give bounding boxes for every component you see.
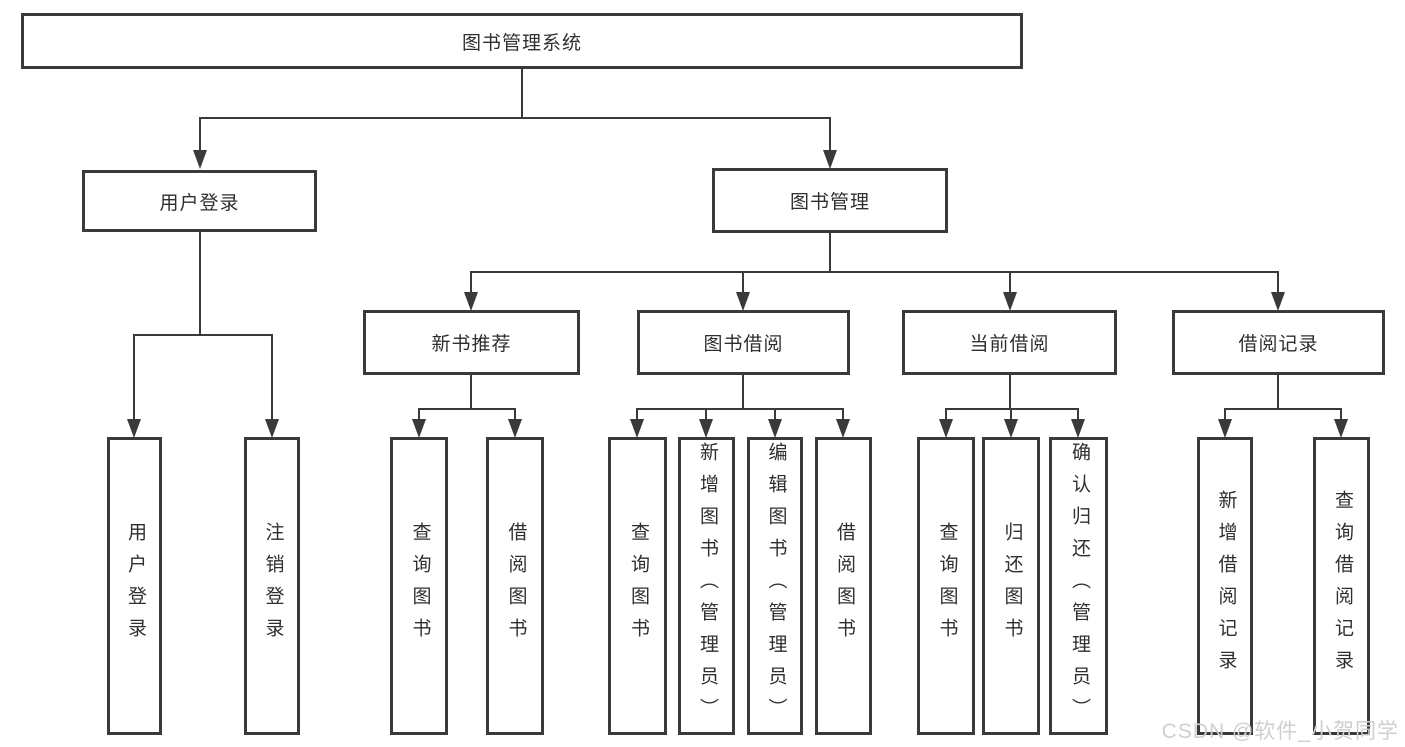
arrow-cb-return [1004,419,1018,438]
leaf-nb-borrow-books-label: 借阅图书 [505,522,527,650]
connector-drop-br-add [1224,408,1226,421]
connector-currentborrow-rail [945,408,1079,410]
connector-drop-user-login [199,117,201,152]
connector-drop-cb-confirm [1077,408,1079,421]
arrow-user-login [193,150,207,169]
connector-drop-bb-borrow [842,408,844,421]
connector-drop-nb-borrow [514,408,516,421]
connector-root-rail [199,117,831,119]
leaf-nb-borrow-books: 借阅图书 [486,437,544,735]
connector-drop-current-borrow [1009,271,1011,294]
connector-bookmgmt-rail [470,271,1279,273]
arrow-login-leaf [127,419,141,438]
connector-borrowrecords-stem [1277,375,1279,410]
leaf-user-login-label: 用户登录 [124,522,146,650]
connector-bookmgmt-stem [829,233,831,273]
connector-root-stem [521,69,523,118]
connector-drop-book-borrow [742,271,744,294]
connector-drop-nb-query [418,408,420,421]
node-root: 图书管理系统 [21,13,1023,69]
arrow-book-borrow [736,292,750,311]
leaf-bb-query-books: 查询图书 [608,437,667,735]
leaf-bb-borrow-books-label: 借阅图书 [833,522,855,650]
node-user-login-label: 用户登录 [159,192,240,214]
connector-drop-cb-query [945,408,947,421]
connector-bookborrow-rail [636,408,844,410]
arrow-cb-query [939,419,953,438]
leaf-cb-return-books-label: 归还图书 [1001,522,1023,650]
leaf-bb-query-books-label: 查询图书 [627,522,649,650]
leaf-bb-borrow-books: 借阅图书 [815,437,872,735]
arrow-br-add [1218,419,1232,438]
leaf-user-login: 用户登录 [107,437,162,735]
connector-drop-login-leaf [133,334,135,421]
arrow-bb-add [699,419,713,438]
node-current-borrow: 当前借阅 [902,310,1117,375]
connector-drop-logout-leaf [271,334,273,421]
leaf-br-add-record: 新增借阅记录 [1197,437,1253,735]
connector-drop-bb-add [705,408,707,421]
leaf-logout: 注销登录 [244,437,300,735]
arrow-nb-query [412,419,426,438]
node-book-borrow: 图书借阅 [637,310,850,375]
node-borrow-records-label: 借阅记录 [1238,334,1319,355]
leaf-cb-query-books-label: 查询图书 [936,522,958,650]
node-borrow-records: 借阅记录 [1172,310,1385,375]
leaf-nb-query-books: 查询图书 [390,437,448,735]
connector-drop-cb-return [1010,408,1012,421]
leaf-cb-confirm-return-label: 确认归还（管理员） [1068,442,1090,730]
node-root-label: 图书管理系统 [461,32,582,54]
arrow-nb-borrow [508,419,522,438]
leaf-bb-edit-books-label: 编辑图书（管理员） [765,442,787,730]
connector-userlogin-rail [133,334,273,336]
connector-drop-book-mgmt [829,117,831,152]
arrow-bb-query [630,419,644,438]
node-new-book-rec-label: 新书推荐 [431,334,512,355]
leaf-br-query-record: 查询借阅记录 [1313,437,1370,735]
node-book-mgmt: 图书管理 [712,168,948,233]
node-new-book-rec: 新书推荐 [363,310,580,375]
connector-drop-br-query [1340,408,1342,421]
leaf-cb-return-books: 归还图书 [982,437,1040,735]
connector-userlogin-stem [199,232,201,336]
arrow-bb-edit [768,419,782,438]
leaf-bb-edit-books: 编辑图书（管理员） [747,437,803,735]
connector-drop-bb-query [636,408,638,421]
connector-bookborrow-stem [742,375,744,410]
leaf-bb-add-books: 新增图书（管理员） [678,437,735,735]
connector-newbook-stem [470,375,472,410]
leaf-bb-add-books-label: 新增图书（管理员） [696,442,718,730]
connector-borrowrecords-rail [1224,408,1342,410]
connector-drop-bb-edit [774,408,776,421]
arrow-cb-confirm [1071,419,1085,438]
csdn-watermark: CSDN @软件_小贺同学 [1161,720,1399,743]
arrow-new-book [464,292,478,311]
node-book-borrow-label: 图书借阅 [703,334,784,355]
node-user-login: 用户登录 [82,170,317,232]
leaf-br-add-record-label: 新增借阅记录 [1215,490,1237,682]
node-book-mgmt-label: 图书管理 [789,192,870,213]
leaf-cb-query-books: 查询图书 [917,437,975,735]
node-current-borrow-label: 当前借阅 [969,334,1050,355]
connector-currentborrow-stem [1009,375,1011,410]
leaf-logout-label: 注销登录 [262,522,284,650]
leaf-nb-query-books-label: 查询图书 [409,522,431,650]
arrow-logout-leaf [265,419,279,438]
connector-drop-new-book [470,271,472,294]
arrow-borrow-records [1271,292,1285,311]
connector-newbook-rail [418,408,516,410]
arrow-br-query [1334,419,1348,438]
leaf-br-query-record-label: 查询借阅记录 [1331,490,1353,682]
arrow-book-mgmt [823,150,837,169]
leaf-cb-confirm-return: 确认归还（管理员） [1049,437,1108,735]
arrow-current-borrow [1003,292,1017,311]
arrow-bb-borrow [836,419,850,438]
connector-drop-borrow-records [1277,271,1279,294]
